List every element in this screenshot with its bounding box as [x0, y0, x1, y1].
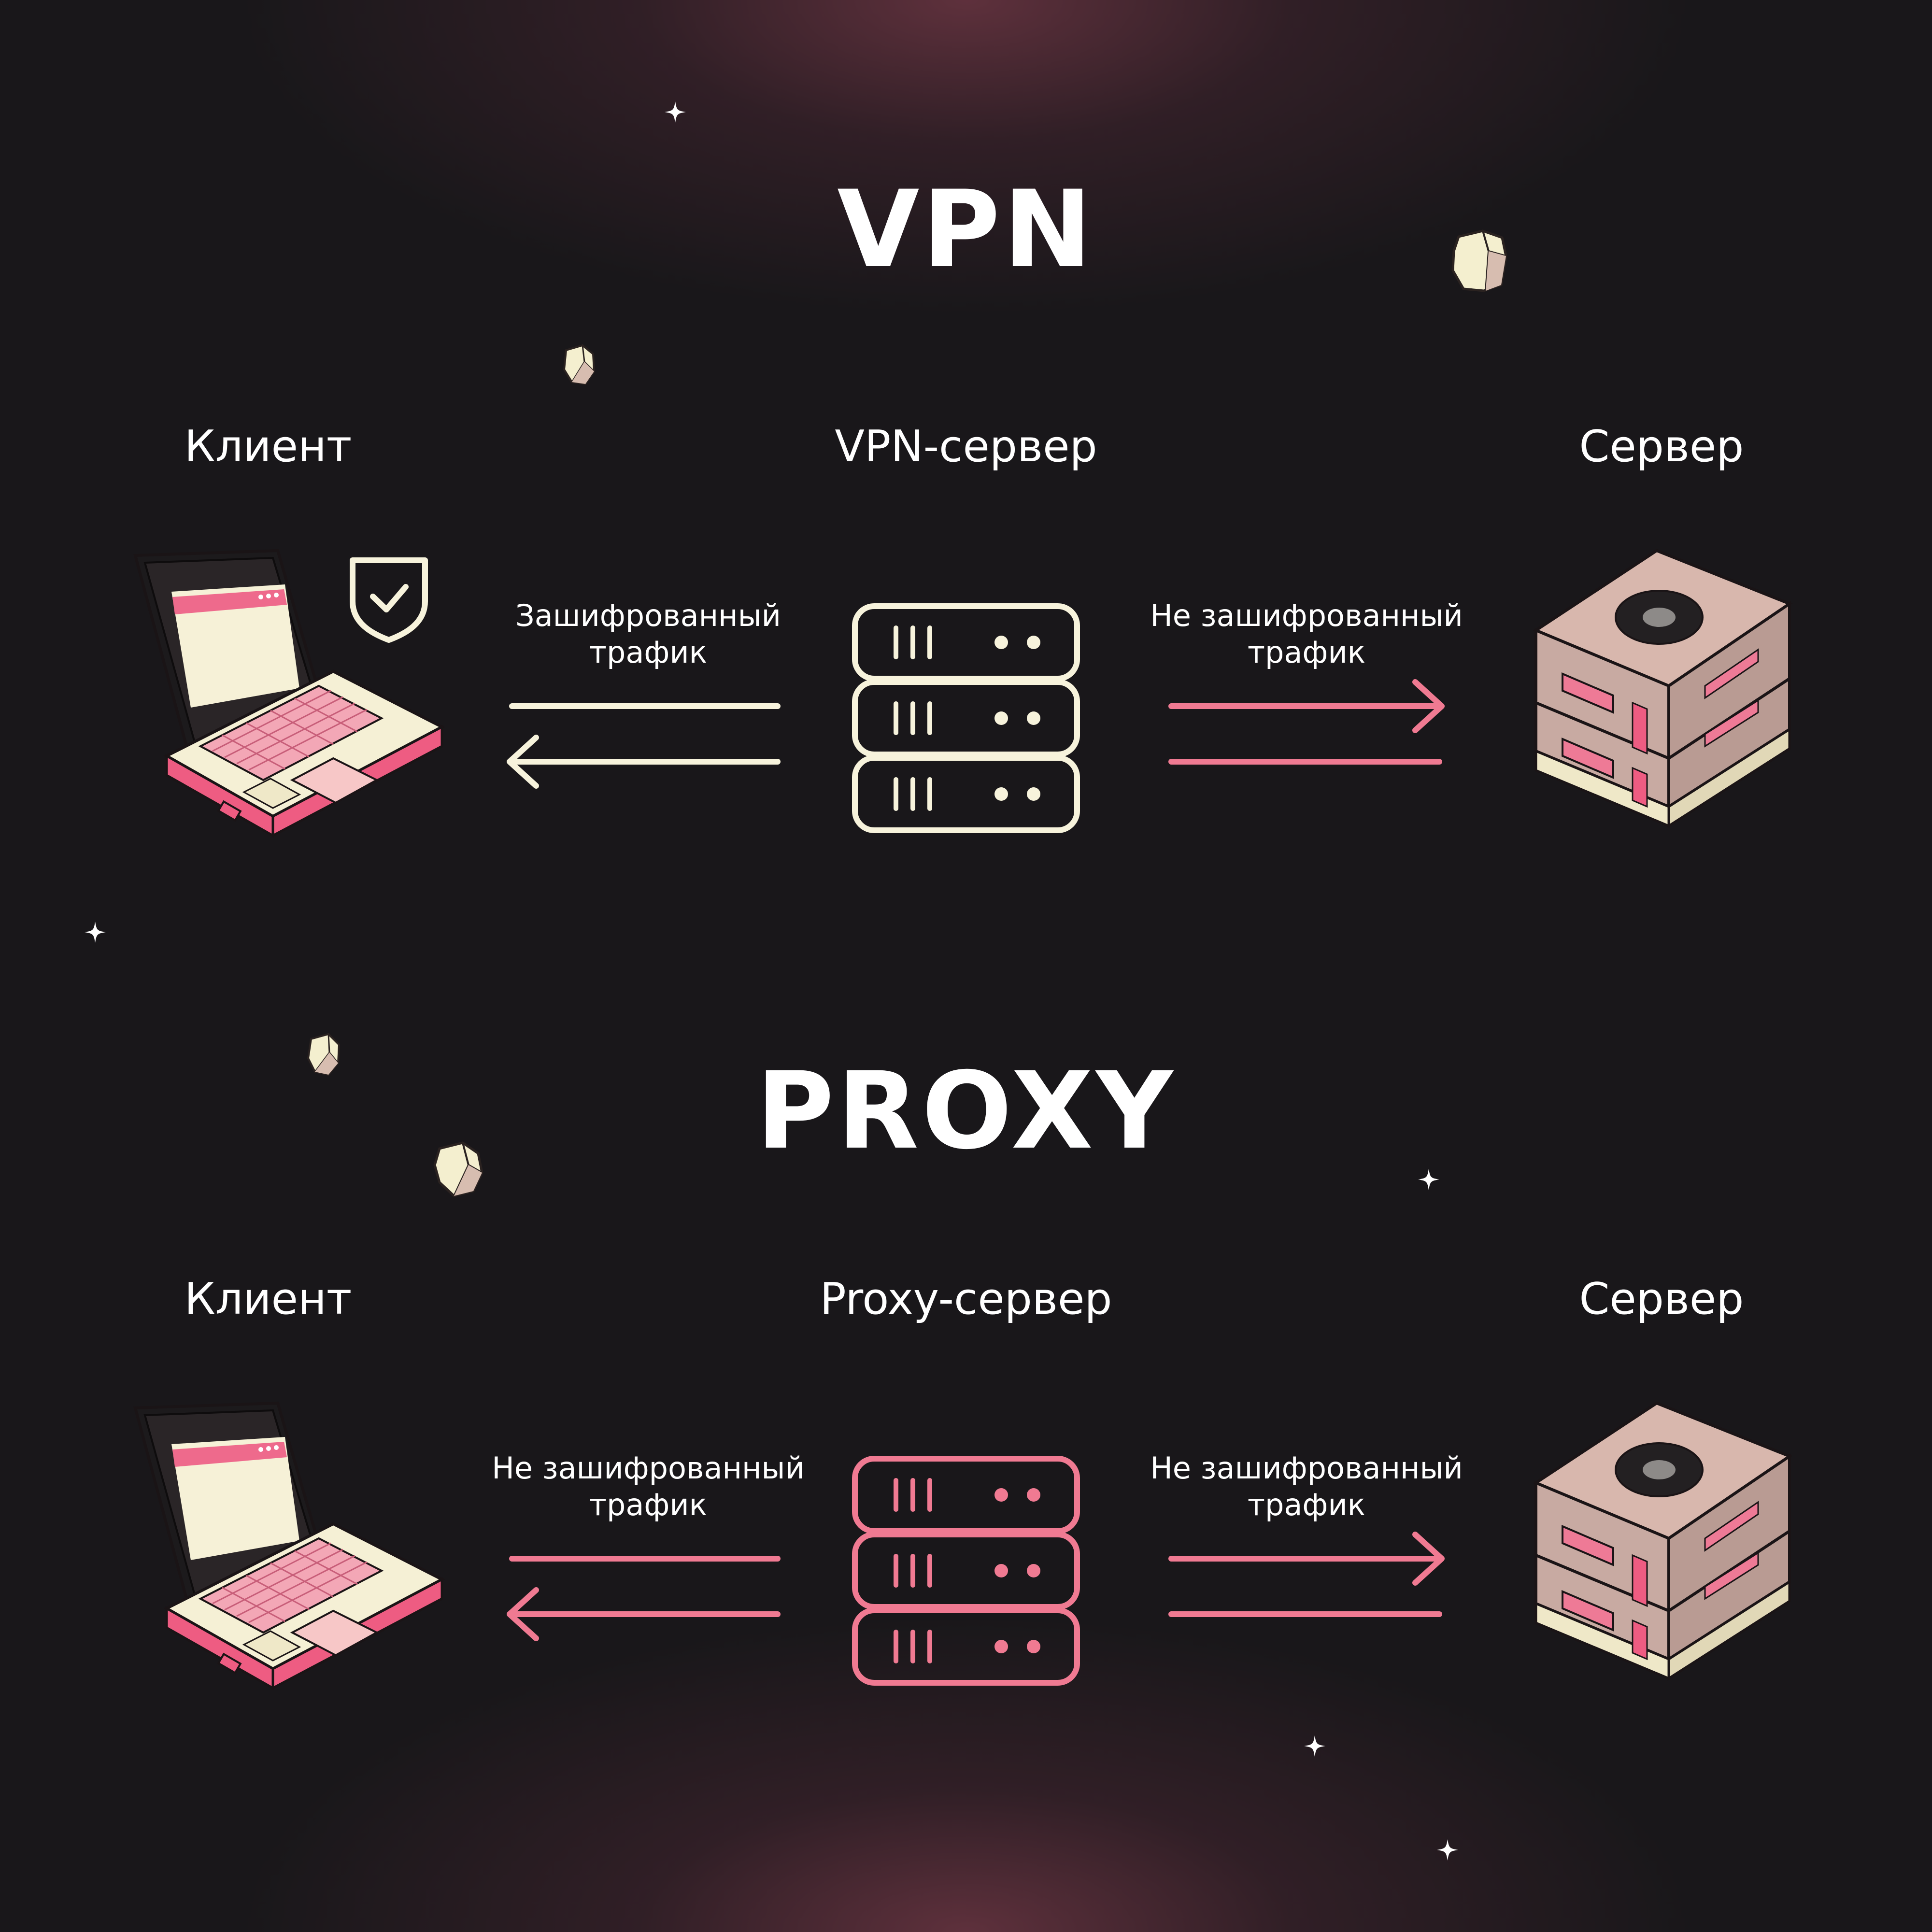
- proxy-client-label: Клиент: [184, 1274, 352, 1324]
- vpn-right-arrows: [1168, 679, 1445, 765]
- server-rack-icon: [855, 606, 1077, 830]
- server-box-icon: [1536, 1403, 1790, 1678]
- proxy-server-label: Proxy-сервер: [820, 1274, 1112, 1324]
- rock-icon: [433, 1141, 483, 1197]
- proxy-left-traffic-label: Не зашифрованный трафик: [492, 1450, 805, 1522]
- rock-icon: [563, 344, 596, 385]
- proxy-right-traffic-label: Не зашифрованный трафик: [1150, 1450, 1463, 1522]
- vpn-client-label: Клиент: [184, 421, 352, 472]
- proxy-right-arrows: [1168, 1532, 1445, 1617]
- proxy-destination-label: Сервер: [1579, 1274, 1744, 1324]
- server-rack-icon: [855, 1459, 1077, 1683]
- proxy-left-arrows: [507, 1556, 781, 1641]
- vpn-destination-label: Сервер: [1579, 421, 1744, 472]
- vpn-left-traffic-label: Зашифрованный трафик: [515, 598, 781, 670]
- shield-check-icon: [350, 557, 428, 643]
- proxy-title: PROXY: [756, 1049, 1176, 1173]
- rock-icon: [1451, 229, 1507, 292]
- laptop-icon: [135, 1403, 442, 1688]
- proxy-rack-leds: [994, 1488, 1040, 1653]
- vpn-right-traffic-label: Не зашифрованный трафик: [1150, 598, 1463, 670]
- vpn-rack-leds: [994, 636, 1040, 801]
- server-box-icon: [1536, 551, 1790, 826]
- vpn-title: VPN: [837, 168, 1095, 291]
- laptop-icon: [135, 551, 442, 836]
- vpn-left-arrows: [507, 703, 781, 789]
- vpn-server-label: VPN-сервер: [835, 421, 1097, 472]
- rock-icon: [307, 1033, 341, 1076]
